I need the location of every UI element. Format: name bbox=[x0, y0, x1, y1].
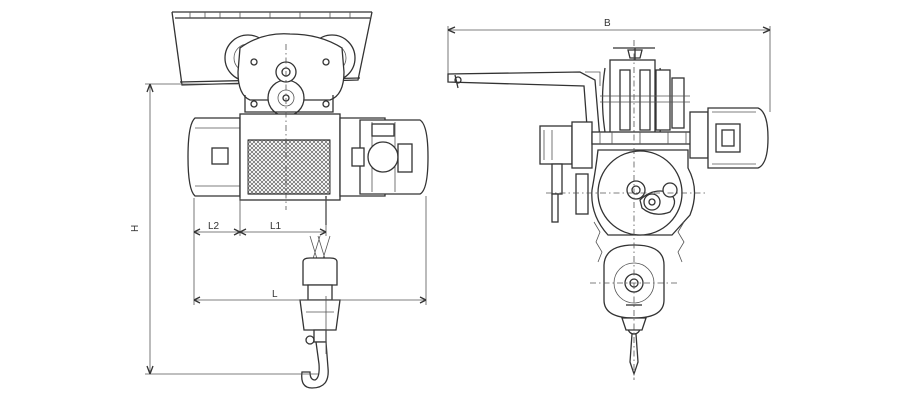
dimension-l2-label: L2 bbox=[208, 221, 220, 232]
trolley bbox=[224, 33, 356, 117]
dimension-h: H bbox=[130, 83, 318, 375]
front-view: H L2 L1 L bbox=[130, 11, 429, 389]
trolley-side bbox=[600, 59, 690, 141]
rope-and-hook-block bbox=[299, 196, 341, 389]
shaft bbox=[591, 131, 703, 145]
gearbox bbox=[539, 121, 593, 223]
side-motor bbox=[689, 107, 769, 169]
drum-housing bbox=[575, 149, 696, 236]
dimension-l1-l2: L2 L1 bbox=[193, 198, 327, 305]
side-ropes bbox=[593, 221, 685, 263]
dimension-l-label: L bbox=[272, 289, 278, 300]
dimension-b: B bbox=[447, 18, 771, 112]
dimension-l: L bbox=[193, 196, 427, 305]
dimension-l1-label: L1 bbox=[270, 221, 282, 232]
top-bracket bbox=[613, 47, 655, 60]
hoist-body bbox=[187, 113, 429, 201]
side-view: B bbox=[447, 18, 771, 380]
dimension-b-label: B bbox=[604, 18, 611, 29]
dimension-h-label: H bbox=[130, 225, 141, 232]
